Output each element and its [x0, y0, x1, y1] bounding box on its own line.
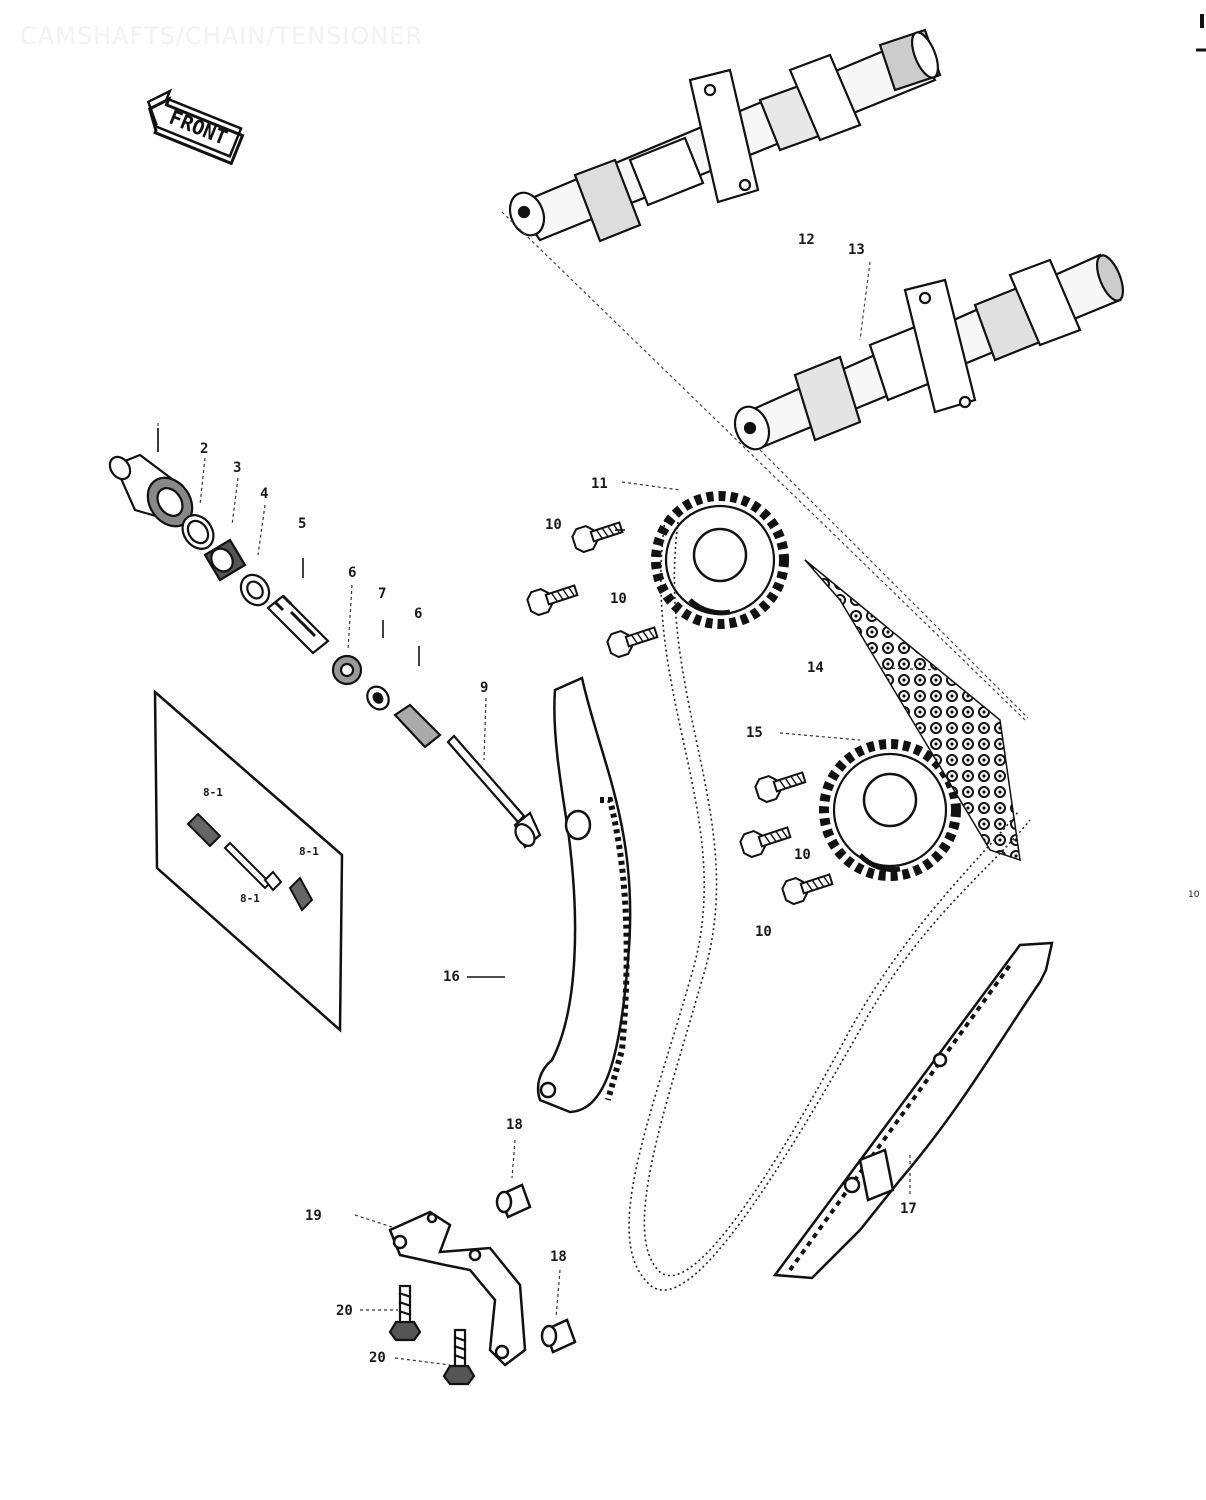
callout-2: 2 — [200, 441, 209, 457]
callout-10-c: 10 — [794, 847, 811, 863]
bracket-bolts — [388, 1284, 476, 1386]
callout-4: 4 — [260, 486, 269, 502]
callout-12: 12 — [798, 232, 815, 248]
callout-6-lower: 6 — [414, 606, 423, 622]
callout-14: 14 — [807, 660, 824, 676]
bolt-lower-1 — [752, 764, 809, 805]
callout-20-upper: 20 — [336, 1303, 353, 1319]
callout-9: 9 — [480, 680, 489, 696]
callout-13: 13 — [848, 242, 865, 258]
bolt-lower-3 — [779, 866, 836, 907]
callout-inset-right: 8-1 — [299, 845, 319, 858]
camshaft-lower — [733, 253, 1125, 451]
bolt-upper-2 — [524, 577, 581, 618]
callout-18-lower: 18 — [550, 1249, 567, 1265]
tensioner-assembly — [108, 453, 542, 849]
inset-detail-box — [153, 689, 344, 1033]
callout-16: 16 — [443, 969, 460, 985]
callout-6-upper: 6 — [348, 565, 357, 581]
edge-mark — [1200, 14, 1204, 28]
callout-10-a: 10 — [545, 517, 562, 533]
bolt-upper-3 — [604, 619, 661, 660]
callout-17: 17 — [900, 1201, 917, 1217]
leader-lines — [199, 457, 941, 1366]
callout-20-lower: 20 — [369, 1350, 386, 1366]
edge-page-number: 10 — [1188, 890, 1200, 900]
callout-18-upper: 18 — [506, 1117, 523, 1133]
callout-10-b: 10 — [610, 591, 627, 607]
callout-10-d: 10 — [755, 924, 772, 940]
callout-3: 3 — [233, 460, 242, 476]
chain-guide-rear — [772, 941, 1054, 1280]
callout-19: 19 — [305, 1208, 322, 1224]
bolt-lower-2 — [737, 819, 794, 860]
cam-chain — [628, 519, 1031, 1291]
chain-guide-front — [536, 676, 632, 1114]
cam-sprocket-lower — [819, 739, 961, 881]
guide-bracket — [388, 1210, 527, 1367]
spacer-collars — [495, 1183, 577, 1354]
bolt-upper-1 — [569, 514, 626, 555]
front-direction-badge: FRONT — [146, 88, 245, 166]
cam-sprocket-upper — [651, 491, 789, 629]
callout-15: 15 — [746, 725, 763, 741]
camshaft-upper — [508, 28, 942, 243]
callout-inset-top: 8-1 — [203, 786, 223, 799]
callout-inset-bottom: 8-1 — [240, 892, 260, 905]
callout-7: 7 — [378, 586, 387, 602]
solid-leaders — [157, 428, 625, 978]
diagram-title: CAMSHAFTS/CHAIN/TENSIONER — [20, 22, 424, 50]
callout-11: 11 — [591, 476, 608, 492]
callout-5: 5 — [298, 516, 307, 532]
